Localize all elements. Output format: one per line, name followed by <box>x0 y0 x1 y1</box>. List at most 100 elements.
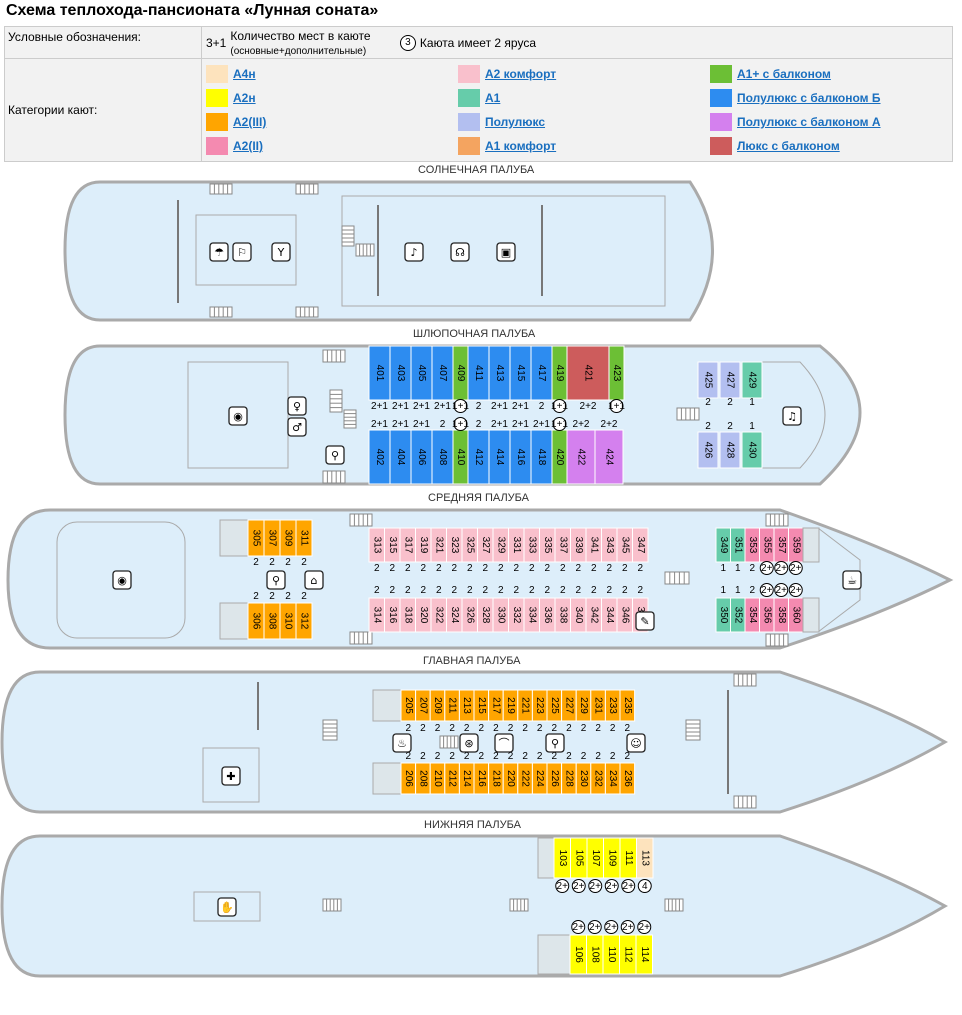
cabin-402[interactable]: 402 <box>368 429 391 485</box>
cabin-315[interactable]: 315 <box>384 527 401 563</box>
cabin-312[interactable]: 312 <box>295 602 313 640</box>
cabin-210[interactable]: 210 <box>429 762 446 795</box>
cabin-406[interactable]: 406 <box>410 429 433 485</box>
cabin-358[interactable]: 358 <box>773 597 789 633</box>
cabin-211[interactable]: 211 <box>444 689 460 722</box>
cabin-324[interactable]: 324 <box>446 597 463 633</box>
cabin-215[interactable]: 215 <box>473 689 490 722</box>
cabin-421[interactable]: 421 <box>566 345 610 401</box>
cabin-349[interactable]: 349 <box>715 527 731 563</box>
cabin-320[interactable]: 320 <box>415 597 432 633</box>
cabin-351[interactable]: 351 <box>730 527 746 563</box>
cabin-331[interactable]: 331 <box>508 527 525 563</box>
cabin-420[interactable]: 420 <box>551 429 568 485</box>
category-link[interactable]: А2н <box>233 91 256 105</box>
category-link[interactable]: А1 <box>485 91 501 105</box>
cabin-234[interactable]: 234 <box>604 762 621 795</box>
cabin-416[interactable]: 416 <box>509 429 532 485</box>
cabin-412[interactable]: 412 <box>467 429 490 485</box>
cabin-308[interactable]: 308 <box>263 602 281 640</box>
cabin-217[interactable]: 217 <box>488 689 504 722</box>
cabin-317[interactable]: 317 <box>399 527 416 563</box>
cabin-327[interactable]: 327 <box>477 527 494 563</box>
cabin-111[interactable]: 111 <box>619 837 637 879</box>
cabin-318[interactable]: 318 <box>399 597 416 633</box>
cabin-231[interactable]: 231 <box>590 689 606 722</box>
cabin-335[interactable]: 335 <box>539 527 556 563</box>
cabin-229[interactable]: 229 <box>575 689 592 722</box>
category-item[interactable]: А2 комфорт <box>457 62 709 86</box>
cabin-311[interactable]: 311 <box>295 519 313 557</box>
category-link[interactable]: А1 комфорт <box>485 139 557 153</box>
category-item[interactable]: А1 <box>457 86 709 110</box>
category-link[interactable]: А2(II) <box>233 139 263 153</box>
cabin-323[interactable]: 323 <box>446 527 463 563</box>
cabin-314[interactable]: 314 <box>368 597 385 633</box>
category-item[interactable]: А1+ с балконом <box>709 62 949 86</box>
cabin-418[interactable]: 418 <box>530 429 553 485</box>
cabin-213[interactable]: 213 <box>458 689 475 722</box>
cabin-216[interactable]: 216 <box>473 762 490 795</box>
cabin-333[interactable]: 333 <box>523 527 540 563</box>
cabin-360[interactable]: 360 <box>788 597 804 633</box>
cabin-224[interactable]: 224 <box>531 762 548 795</box>
category-item[interactable]: А2н <box>205 86 457 110</box>
cabin-106[interactable]: 106 <box>569 934 587 975</box>
cabin-207[interactable]: 207 <box>415 689 431 722</box>
cabin-401[interactable]: 401 <box>368 345 391 401</box>
cabin-415[interactable]: 415 <box>509 345 532 401</box>
cabin-340[interactable]: 340 <box>570 597 587 633</box>
cabin-107[interactable]: 107 <box>586 837 604 879</box>
category-link[interactable]: А2 комфорт <box>485 67 557 81</box>
cabin-206[interactable]: 206 <box>400 762 417 795</box>
cabin-112[interactable]: 112 <box>619 934 637 975</box>
category-item[interactable]: Полулюкс с балконом А <box>709 110 949 134</box>
cabin-332[interactable]: 332 <box>508 597 525 633</box>
cabin-232[interactable]: 232 <box>590 762 606 795</box>
cabin-228[interactable]: 228 <box>561 762 577 795</box>
category-item[interactable]: Полулюкс с балконом Б <box>709 86 949 110</box>
cabin-354[interactable]: 354 <box>744 597 760 633</box>
cabin-338[interactable]: 338 <box>554 597 571 633</box>
cabin-221[interactable]: 221 <box>517 689 533 722</box>
cabin-345[interactable]: 345 <box>616 527 633 563</box>
cabin-350[interactable]: 350 <box>715 597 731 633</box>
cabin-409[interactable]: 409 <box>452 345 469 401</box>
cabin-236[interactable]: 236 <box>619 762 636 795</box>
cabin-105[interactable]: 105 <box>570 837 588 879</box>
cabin-407[interactable]: 407 <box>431 345 454 401</box>
cabin-341[interactable]: 341 <box>585 527 602 563</box>
cabin-222[interactable]: 222 <box>517 762 533 795</box>
cabin-356[interactable]: 356 <box>759 597 775 633</box>
cabin-422[interactable]: 422 <box>566 429 596 485</box>
cabin-413[interactable]: 413 <box>488 345 511 401</box>
cabin-306[interactable]: 306 <box>247 602 265 640</box>
cabin-424[interactable]: 424 <box>594 429 624 485</box>
cabin-310[interactable]: 310 <box>279 602 297 640</box>
cabin-313[interactable]: 313 <box>368 527 385 563</box>
cabin-328[interactable]: 328 <box>477 597 494 633</box>
cabin-319[interactable]: 319 <box>415 527 432 563</box>
cabin-426[interactable]: 426 <box>697 431 719 469</box>
category-item[interactable]: Люкс с балконом <box>709 134 949 158</box>
cabin-353[interactable]: 353 <box>744 527 760 563</box>
cabin-344[interactable]: 344 <box>601 597 618 633</box>
cabin-219[interactable]: 219 <box>502 689 519 722</box>
cabin-227[interactable]: 227 <box>561 689 577 722</box>
cabin-321[interactable]: 321 <box>430 527 447 563</box>
category-link[interactable]: А4н <box>233 67 256 81</box>
cabin-405[interactable]: 405 <box>410 345 433 401</box>
category-link[interactable]: А1+ с балконом <box>737 67 831 81</box>
cabin-357[interactable]: 357 <box>773 527 789 563</box>
cabin-108[interactable]: 108 <box>586 934 604 975</box>
category-item[interactable]: А2(III) <box>205 110 457 134</box>
cabin-322[interactable]: 322 <box>430 597 447 633</box>
cabin-334[interactable]: 334 <box>523 597 540 633</box>
category-link[interactable]: Полулюкс <box>485 115 546 129</box>
cabin-218[interactable]: 218 <box>488 762 504 795</box>
cabin-404[interactable]: 404 <box>389 429 412 485</box>
cabin-316[interactable]: 316 <box>384 597 401 633</box>
cabin-220[interactable]: 220 <box>502 762 519 795</box>
cabin-225[interactable]: 225 <box>546 689 563 722</box>
category-link[interactable]: А2(III) <box>233 115 267 129</box>
